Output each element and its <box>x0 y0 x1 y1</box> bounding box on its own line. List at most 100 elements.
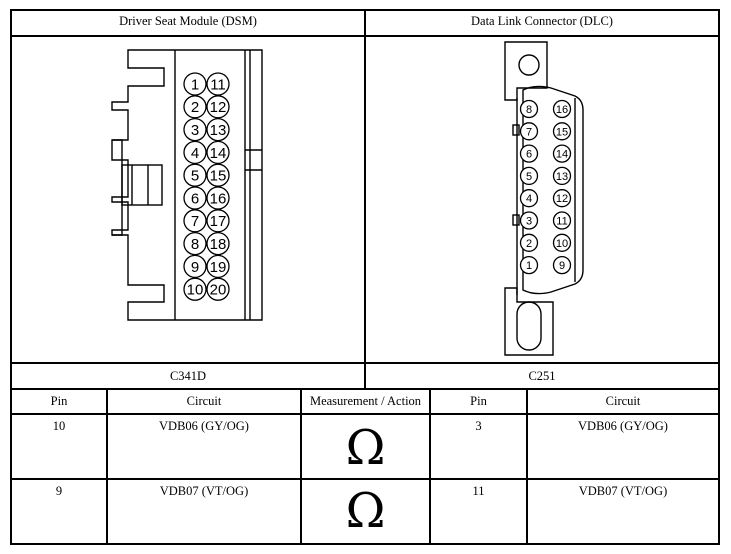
dsm-pin-label-2: 2 <box>191 99 199 116</box>
row2-circuit-right: VDB07 (VT/OG) <box>578 484 668 498</box>
dsm-pin-16 <box>206 186 230 210</box>
dsm-pin-19 <box>206 254 230 279</box>
left-connector-title: Driver Seat Module (DSM) <box>119 14 257 28</box>
dsm-pin-9 <box>183 254 207 279</box>
dlc-pin-group: 8 7 6 5 4 3 2 1 16 15 14 13 12 11 10 9 <box>519 99 572 275</box>
dsm-pin-18 <box>206 231 230 256</box>
dsm-pin-1 <box>183 72 207 96</box>
dlc-pin-label-11: 11 <box>556 215 567 227</box>
dlc-pin-6 <box>519 144 539 163</box>
dlc-pin-label-8: 8 <box>526 104 532 116</box>
dlc-pin-label-3: 3 <box>526 215 532 227</box>
dlc-pin-16 <box>552 99 572 119</box>
dlc-pin-label-1: 1 <box>526 260 532 272</box>
dlc-pin-label-15: 15 <box>556 126 568 138</box>
table-col-divider-2 <box>300 388 302 545</box>
dlc-pin-13 <box>552 166 572 186</box>
right-connector-code: C251 <box>528 369 556 383</box>
dsm-pin-label-16: 16 <box>210 190 227 207</box>
dsm-pin-6 <box>183 186 207 210</box>
row1-circuit-left: VDB06 (GY/OG) <box>159 419 249 433</box>
table-col-divider-1 <box>106 388 108 545</box>
dlc-pin-10 <box>552 233 572 252</box>
dsm-pin-4 <box>183 140 207 165</box>
table-row-divider <box>10 478 720 480</box>
dlc-pin-label-9: 9 <box>559 260 565 272</box>
dsm-pin-3 <box>183 117 207 142</box>
dsm-pin-13 <box>206 117 230 142</box>
dsm-pin-label-6: 6 <box>191 190 199 207</box>
dlc-bottom-tab <box>504 287 554 356</box>
dlc-pin-label-14: 14 <box>556 149 568 161</box>
dsm-pin-label-4: 4 <box>191 145 199 162</box>
dlc-pin-2 <box>519 233 539 252</box>
dlc-pin-14 <box>552 144 572 163</box>
dlc-top-tab <box>504 41 548 101</box>
header-measurement: Measurement / Action <box>309 394 422 408</box>
dlc-pin-4 <box>519 189 539 208</box>
dlc-pin-3 <box>519 211 539 230</box>
dlc-pin-label-7: 7 <box>526 126 532 138</box>
dlc-pin-label-4: 4 <box>526 193 532 205</box>
dsm-pin-label-8: 8 <box>191 236 199 253</box>
header-pin-left: Pin <box>50 394 68 408</box>
dsm-outer-shell <box>111 49 263 321</box>
dlc-pin-label-13: 13 <box>556 171 568 183</box>
dsm-pin-label-14: 14 <box>210 145 227 162</box>
dsm-pin-label-12: 12 <box>210 99 227 116</box>
dsm-pin-label-18: 18 <box>210 236 227 253</box>
dsm-pin-label-9: 9 <box>191 259 199 276</box>
dlc-pin-8 <box>519 99 539 119</box>
dlc-pin-label-2: 2 <box>526 238 532 250</box>
dlc-pin-label-12: 12 <box>556 193 568 205</box>
dlc-connector-drawing: 8 7 6 5 4 3 2 1 16 15 14 13 12 11 10 9 <box>504 41 584 356</box>
dsm-pin-8 <box>183 231 207 256</box>
dsm-pin-label-17: 17 <box>210 213 227 230</box>
dsm-pin-17 <box>206 209 230 233</box>
dsm-pin-7 <box>183 209 207 233</box>
row1-pin-left: 10 <box>52 419 66 433</box>
dsm-pin-label-19: 19 <box>210 259 227 276</box>
left-connector-code: C341D <box>169 369 207 383</box>
dlc-body <box>522 85 584 295</box>
table-col-divider-3 <box>429 388 431 545</box>
header-circuit-right: Circuit <box>605 394 641 408</box>
dsm-pin-label-11: 11 <box>210 76 226 93</box>
dsm-pin-label-1: 1 <box>191 76 199 93</box>
row2-circuit-left: VDB07 (VT/OG) <box>159 484 249 498</box>
table-header-divider <box>10 413 720 415</box>
dsm-pin-label-15: 15 <box>210 168 227 185</box>
header-pin-right: Pin <box>470 394 487 408</box>
connector-column-divider <box>364 9 366 390</box>
dsm-pin-label-13: 13 <box>210 122 227 139</box>
dsm-pin-5 <box>183 163 207 187</box>
dlc-pin-7 <box>519 122 539 141</box>
dsm-pin-label-7: 7 <box>191 213 199 230</box>
row1-pin-right: 3 <box>475 419 482 433</box>
dlc-pin-label-10: 10 <box>556 238 568 250</box>
row1-ohm-symbol: Ω <box>345 420 386 476</box>
dsm-pin-label-20: 20 <box>210 282 227 299</box>
dsm-pin-20 <box>206 277 230 301</box>
row2-ohm-symbol: Ω <box>345 483 386 539</box>
dlc-pin-1 <box>519 255 539 275</box>
dsm-pin-label-5: 5 <box>191 168 199 185</box>
dlc-pin-9 <box>552 255 572 275</box>
dlc-pin-15 <box>552 122 572 141</box>
dlc-pin-12 <box>552 189 572 208</box>
dsm-pin-12 <box>206 95 230 119</box>
row2-pin-right: 11 <box>472 484 485 498</box>
dsm-pin-label-10: 10 <box>187 282 204 299</box>
dsm-pin-14 <box>206 140 230 165</box>
dlc-pin-label-6: 6 <box>526 149 532 161</box>
row2-pin-left: 9 <box>55 484 63 498</box>
dlc-pin-label-16: 16 <box>556 104 568 116</box>
row1-circuit-right: VDB06 (GY/OG) <box>578 419 668 433</box>
dlc-pin-11 <box>552 211 572 230</box>
dsm-pin-2 <box>183 95 207 119</box>
table-col-divider-4 <box>526 388 528 545</box>
dlc-pin-label-5: 5 <box>526 171 532 183</box>
dsm-pin-11 <box>206 72 230 96</box>
